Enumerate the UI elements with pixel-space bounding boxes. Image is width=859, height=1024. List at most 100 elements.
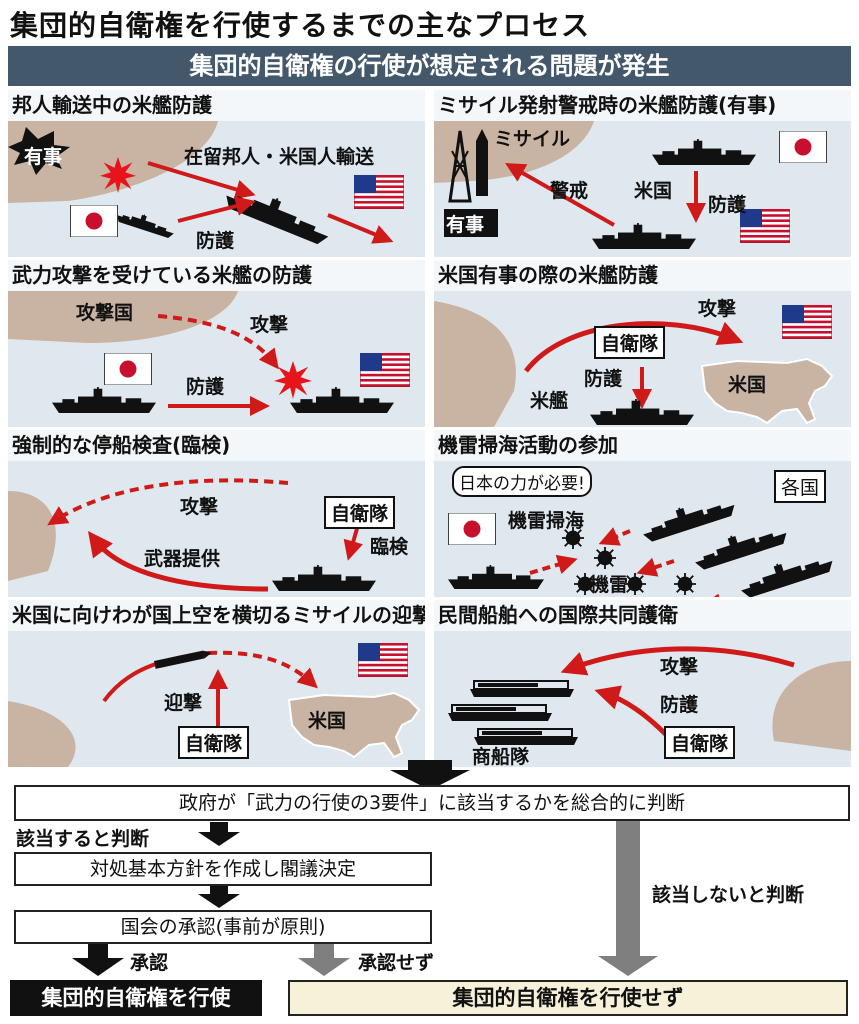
panel-heading: 武力攻撃を受けている米艦の防護 <box>8 260 425 291</box>
crisis-burst-icon <box>8 127 70 175</box>
panel-heading: 米国有事の際の米艦防護 <box>434 260 851 291</box>
us-flag-icon <box>782 305 832 339</box>
label-attack: 攻撃 <box>660 656 699 678</box>
panel-heading: 機雷掃海活動の参加 <box>434 430 851 461</box>
label-protect: 防護 <box>708 194 747 216</box>
japan-flag-icon <box>448 513 496 545</box>
explosion-icon <box>274 361 312 399</box>
threat-arrow <box>147 161 256 200</box>
us-flag-icon <box>360 353 410 387</box>
panel-joint-escort: 民間船舶への国際共同護衛 攻撃 防護 商船隊 自衛隊 <box>434 600 851 767</box>
land-mass <box>434 301 516 427</box>
label-usa: 米国 <box>634 180 673 202</box>
escort-arrow <box>177 196 256 223</box>
label-protect: 防護 <box>196 230 235 252</box>
problem-banner: 集団的自衛権の行使が想定される問題が発生 <box>8 46 851 86</box>
land-mass <box>8 121 218 203</box>
exercise-box: 集団的自衛権を行使 <box>10 980 262 1016</box>
label-usa: 米国 <box>308 710 347 732</box>
us-map-icon <box>700 357 834 425</box>
label-us-ship: 米艦 <box>530 390 569 412</box>
label-sdf: 自衛隊 <box>324 496 396 529</box>
panel-heading: 強制的な停船検査(臨検) <box>8 430 425 461</box>
label-sdf: 自衛隊 <box>594 326 666 359</box>
warship-icon <box>52 387 156 413</box>
label-protect: 防護 <box>660 694 699 716</box>
label-minesweep: 機雷掃海 <box>508 510 585 532</box>
policy-box: 対処基本方針を作成し閣議決定 <box>14 852 432 886</box>
warship-icon <box>592 223 696 249</box>
missile-launcher-icon <box>448 129 488 203</box>
diet-approval-box: 国会の承認(事前が原則) <box>14 910 432 944</box>
us-flag-icon <box>740 209 790 243</box>
label-arms-supply: 武器提供 <box>144 548 221 570</box>
attack-arrow <box>157 314 279 370</box>
missile-path <box>207 650 318 689</box>
missile-icon <box>476 129 488 196</box>
warship-icon <box>114 206 177 240</box>
judgement-box: 政府が「武力の行使の3要件」に該当するかを総合的に判断 <box>14 785 850 821</box>
land-mass <box>8 491 56 581</box>
inspect-arrow <box>343 524 363 561</box>
label-usa: 米国 <box>728 374 767 396</box>
down-arrow <box>598 802 658 976</box>
attack-arrow <box>47 478 289 526</box>
supply-arrow <box>87 531 269 592</box>
japan-flag-icon <box>70 205 118 237</box>
label-applicable: 該当すると判断 <box>16 828 150 850</box>
land-mass <box>8 291 238 343</box>
panel-evacuation-escort: 邦人輸送中の米艦防護 有事 在留邦人・米国人輸送 防護 <box>8 90 425 257</box>
warship-icon <box>290 387 394 413</box>
label-attack: 攻撃 <box>180 496 219 518</box>
panel-heading: 民間船舶への国際共同護衛 <box>434 600 851 631</box>
naval-mine-icon <box>594 547 616 569</box>
missile-icon <box>154 650 212 669</box>
label-attacker: 攻撃国 <box>76 302 134 324</box>
naval-mine-icon <box>674 573 696 595</box>
label-not-applicable: 該当しないと判断 <box>652 884 805 906</box>
panel-minesweeping: 機雷掃海活動の参加 日本の力が必要! 各国 機雷掃海 機雷 <box>434 430 851 597</box>
warship-icon <box>448 565 544 589</box>
land-mass <box>8 701 76 767</box>
warship-icon <box>272 565 376 591</box>
panel-us-crisis: 米国有事の際の米艦防護 攻撃 自衛隊 防護 米国 米艦 <box>434 260 851 427</box>
alert-arrow <box>505 163 615 227</box>
panel-heading: 邦人輸送中の米艦防護 <box>8 90 425 121</box>
label-attack: 攻撃 <box>250 314 289 336</box>
panel-heading: 米国に向けわが国上空を横切るミサイルの迎撃 <box>8 600 425 631</box>
label-crisis: 有事 <box>24 146 63 168</box>
label-protect: 防護 <box>584 368 623 390</box>
us-flag-icon <box>358 643 408 677</box>
attack-arrow <box>524 321 744 373</box>
label-attack: 攻撃 <box>698 298 737 320</box>
label-intercept: 迎撃 <box>164 692 203 714</box>
down-arrow <box>390 760 470 790</box>
sweep-arrow <box>598 527 631 546</box>
japan-flag-icon <box>104 353 152 385</box>
route-arrow <box>327 213 394 244</box>
warship-icon <box>590 399 694 425</box>
label-mines: 機雷 <box>590 574 629 596</box>
down-arrow <box>198 884 240 908</box>
panel-heading: ミサイル発射警戒時の米艦防護(有事) <box>434 90 851 121</box>
label-watch: 警戒 <box>550 180 589 202</box>
warship-icon <box>736 547 836 597</box>
warship-icon <box>638 491 738 544</box>
warship-icon <box>690 519 790 572</box>
land-mass <box>434 121 594 183</box>
label-crisis: 有事 <box>446 214 485 236</box>
warship-icon <box>652 139 756 165</box>
down-arrow <box>198 822 240 846</box>
us-flag-icon <box>354 175 404 209</box>
no-exercise-box: 集団的自衛権を行使せず <box>288 980 848 1016</box>
speech-bubble: 日本の力が必要! <box>452 466 592 497</box>
label-inspection: 臨検 <box>370 536 409 558</box>
deploy-arrow <box>529 554 578 575</box>
down-arrow <box>298 940 350 976</box>
label-sdf: 自衛隊 <box>178 726 250 759</box>
label-missile: ミサイル <box>494 128 571 150</box>
land-mass <box>772 661 851 751</box>
sweep-arrow <box>636 557 675 577</box>
crisis-tag <box>444 209 498 237</box>
panel-attacked-ship: 武力攻撃を受けている米艦の防護 攻撃国 攻撃 防護 <box>8 260 425 427</box>
